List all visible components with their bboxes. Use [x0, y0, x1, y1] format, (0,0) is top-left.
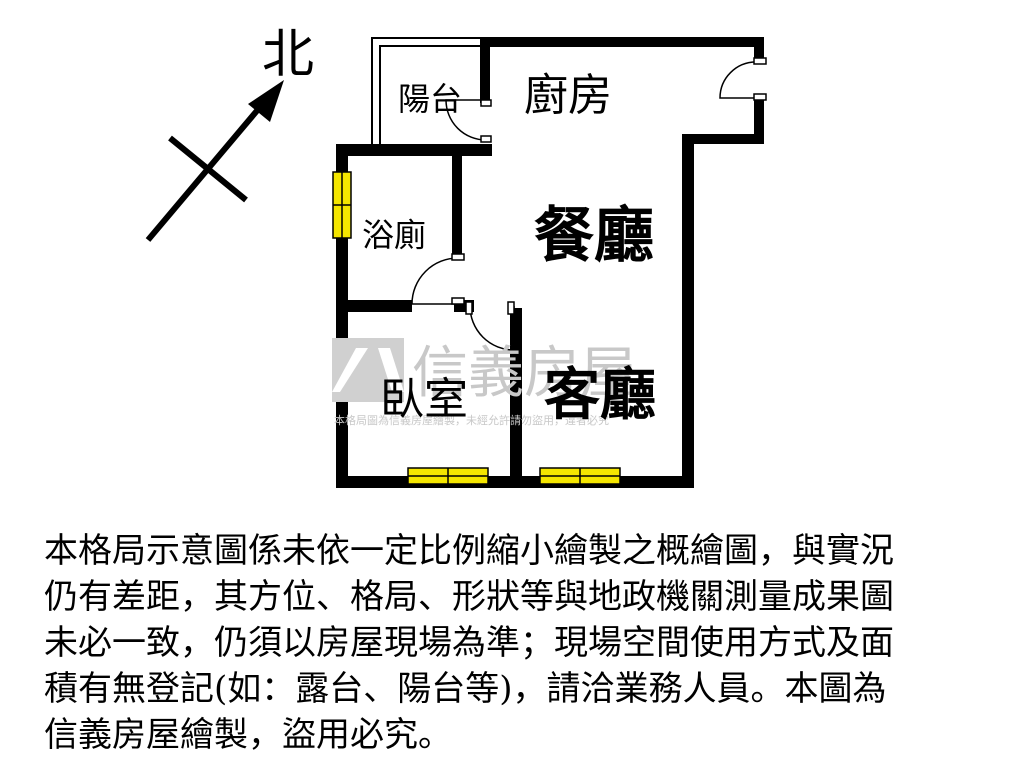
watermark-brand: 信義房屋	[412, 341, 636, 406]
north-arrow-icon	[248, 80, 284, 122]
bathroom-window	[332, 171, 352, 239]
disclaimer-line: 積有無登記(如：露台、陽台等)，請洽業務人員。本圖為	[44, 669, 887, 709]
watermark-logo-icon	[332, 338, 404, 402]
disclaimer-line: 本格局示意圖係未依一定比例縮小繪製之概繪圖，與實況	[44, 531, 894, 571]
north-label: 北	[262, 25, 314, 85]
room-label-living: 客廳	[544, 362, 656, 428]
room-label-dining: 餐廳	[534, 201, 654, 271]
room-label-kitchen: 廚房	[524, 70, 612, 121]
watermark: 信義房屋 本格局圖為信義房屋繪製，未經允許請勿盜用，違者必究	[332, 338, 636, 427]
doors	[411, 57, 767, 351]
disclaimer-line: 仍有差距，其方位、格局、形狀等與地政機關測量成果圖	[44, 577, 894, 617]
disclaimer: 本格局示意圖係未依一定比例縮小繪製之概繪圖，與實況 仍有差距，其方位、格局、形狀…	[44, 528, 984, 758]
windows	[332, 171, 621, 485]
disclaimer-line: 未必一致，仍須以房屋現場為準；現場空間使用方式及面	[44, 623, 894, 663]
disclaimer-line: 信義房屋繪製，盜用必究。	[44, 715, 452, 755]
balcony-outline	[371, 37, 486, 146]
bathroom-door	[411, 257, 459, 305]
entrance-door	[719, 61, 757, 99]
floor-plan: 北	[145, 25, 767, 488]
bedroom-door	[469, 305, 515, 351]
balcony-door	[445, 99, 487, 141]
living-window	[539, 467, 621, 485]
room-label-bathroom: 浴廁	[362, 216, 426, 254]
compass: 北	[145, 25, 314, 242]
walls	[336, 37, 764, 488]
watermark-notice: 本格局圖為信義房屋繪製，未經允許請勿盜用，違者必究	[334, 413, 609, 427]
bedroom-window	[407, 467, 489, 485]
compass-cross-line	[168, 135, 248, 203]
room-label-balcony: 陽台	[398, 80, 462, 118]
room-label-bedroom: 臥室	[380, 374, 468, 425]
